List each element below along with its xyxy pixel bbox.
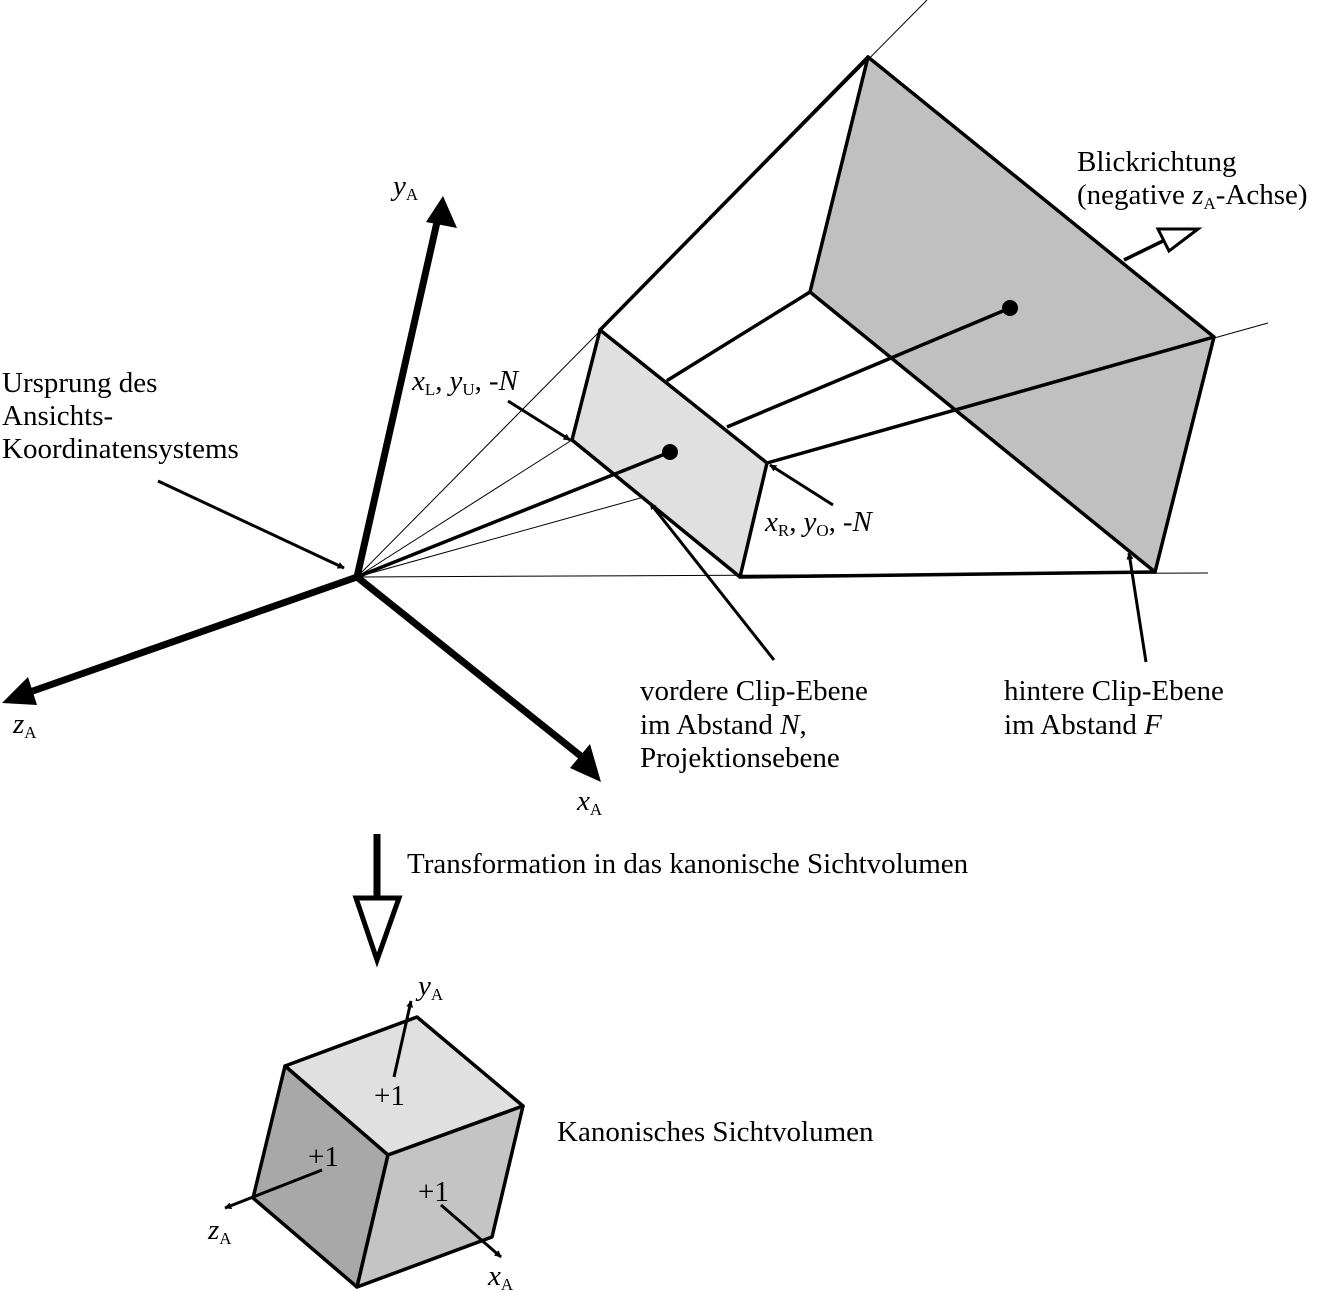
origin-label-line1: Ursprung des bbox=[2, 367, 157, 399]
cube-x-axis bbox=[440, 1203, 502, 1259]
cube-y-axis-label: yA bbox=[415, 970, 444, 1004]
canonical-volume-label: Kanonisches Sichtvolumen bbox=[557, 1116, 874, 1148]
back-plane-center bbox=[1002, 300, 1018, 316]
x-axis-label: xA bbox=[576, 785, 603, 819]
cube-x-axis-label: xA bbox=[487, 1260, 514, 1292]
pointer-arrows bbox=[157, 399, 1148, 663]
view-direction-sublabel: (negative zA-Achse) bbox=[1077, 179, 1308, 213]
front-plane-center bbox=[662, 444, 678, 460]
cube-y-axis bbox=[392, 1000, 414, 1078]
z-axis bbox=[28, 573, 359, 696]
front-clip-label-line3: Projektionsebene bbox=[640, 742, 840, 774]
cube-right-plus-one: +1 bbox=[418, 1176, 449, 1208]
transformation-label: Transformation in das kanonische Sichtvo… bbox=[407, 848, 969, 880]
origin-label-line3: Koordinatensystems bbox=[2, 433, 239, 465]
x-axis-arrowhead bbox=[570, 744, 601, 782]
canonical-cube bbox=[251, 1015, 525, 1289]
cube-z-axis bbox=[224, 1168, 323, 1210]
origin-pointer bbox=[157, 479, 345, 570]
cube-left-plus-one: +1 bbox=[308, 1141, 339, 1173]
z-axis-arrowhead bbox=[2, 677, 37, 705]
x-axis bbox=[354, 574, 585, 760]
cube-axes bbox=[224, 1000, 502, 1259]
y-axis-label: yA bbox=[390, 170, 419, 204]
cube-top-plus-one: +1 bbox=[374, 1080, 405, 1112]
transformation-arrow bbox=[352, 834, 403, 968]
front-clip-label-line1: vordere Clip-Ebene bbox=[640, 675, 868, 707]
front-clip-pointer bbox=[648, 502, 776, 661]
back-clip-label-line2: im Abstand F bbox=[1004, 709, 1162, 741]
y-axis bbox=[353, 221, 441, 578]
frustum-edges bbox=[598, 55, 1216, 579]
cube-right-face bbox=[355, 1104, 525, 1289]
view-ray-front bbox=[356, 450, 671, 579]
view-direction-arrow bbox=[1123, 227, 1203, 262]
front-corner-label: xL,yU,-N bbox=[411, 365, 520, 399]
view-ray-back bbox=[726, 306, 1011, 429]
xl-yu-pointer bbox=[507, 399, 571, 442]
origin-label-line2: Ansichts- bbox=[2, 400, 113, 432]
xr-yo-pointer bbox=[769, 463, 834, 507]
axes bbox=[2, 196, 601, 782]
cube-z-axis-label: zA bbox=[207, 1214, 232, 1248]
back-clip-label-line1: hintere Clip-Ebene bbox=[1004, 675, 1224, 707]
front-clip-label-line2: im Abstand N, bbox=[640, 709, 807, 741]
back-clip-pointer bbox=[1126, 552, 1148, 663]
z-axis-label: zA bbox=[12, 708, 37, 742]
back-corner-label: xR,yO,-N bbox=[764, 506, 874, 540]
y-axis-arrowhead bbox=[426, 196, 457, 228]
view-direction-label: Blickrichtung bbox=[1077, 146, 1236, 178]
